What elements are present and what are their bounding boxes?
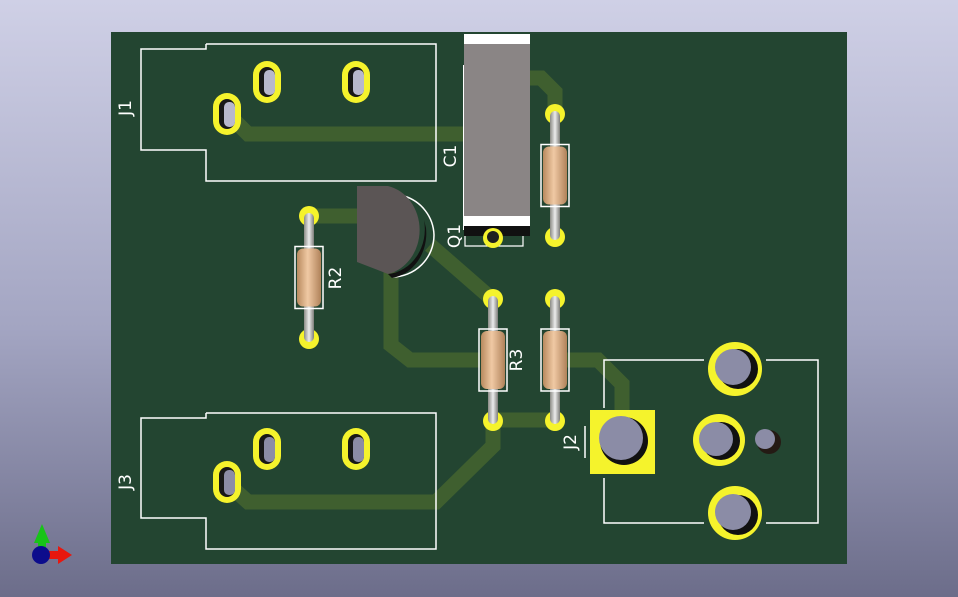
j2-silkscreen-outline — [603, 359, 704, 408]
j3-pad-2 — [253, 428, 281, 470]
x-axis-arrow — [42, 551, 60, 559]
trace-r5-j2 — [555, 352, 630, 420]
j2-mount-hole — [755, 429, 781, 454]
axes-gizmo — [32, 524, 72, 564]
silkscreen-outline — [540, 143, 570, 208]
j2-pad-mid — [693, 414, 745, 466]
j2-label: J2 — [561, 434, 581, 451]
silkscreen-outline — [540, 328, 570, 392]
connector-j1[interactable]: J1 — [116, 43, 437, 182]
resistor-r3[interactable]: R3 — [478, 289, 527, 431]
c1-label: C1 — [441, 145, 461, 168]
resistor-body — [297, 248, 321, 307]
trace-q1-r5 — [383, 272, 480, 368]
q1-label: Q1 — [445, 224, 465, 248]
j1-silkscreen-outline — [140, 43, 437, 182]
resistor-label: R2 — [326, 267, 346, 290]
resistor-label: R3 — [507, 349, 527, 372]
resistor-r2[interactable]: R2 — [294, 206, 346, 349]
resistor-r1[interactable] — [540, 104, 570, 247]
transistor-q1[interactable]: Q1 — [357, 186, 524, 278]
j3-silkscreen-outline — [140, 412, 437, 550]
q1-pad — [483, 228, 503, 248]
q1-silkscreen-outline — [391, 195, 435, 278]
trace-q1-r3 — [425, 239, 498, 306]
q1-body — [357, 186, 420, 274]
j3-pad-3 — [342, 428, 370, 470]
silkscreen-outline — [294, 245, 324, 310]
z-axis-dot — [32, 546, 50, 564]
resistor-r4[interactable] — [540, 289, 570, 431]
resistor-body — [543, 146, 567, 205]
j2-pad-square — [590, 410, 655, 474]
j2-pad-top — [708, 342, 762, 396]
j1-pad-2 — [253, 61, 281, 103]
j1-pad-1 — [213, 93, 241, 135]
j3-pad-1 — [213, 461, 241, 503]
trace-c1-r1 — [528, 70, 563, 114]
j1-pad-3 — [342, 61, 370, 103]
connector-j3[interactable]: J3 — [116, 412, 437, 550]
connector-j2[interactable]: J2 — [561, 342, 819, 540]
j3-label: J3 — [116, 474, 136, 491]
silkscreen-outline — [478, 328, 508, 392]
c1-top-stripe — [464, 34, 530, 44]
j1-label: J1 — [116, 100, 136, 117]
c1-bottom-stripe — [464, 216, 530, 226]
j2-pad-bottom — [708, 486, 762, 540]
c1-body — [464, 34, 530, 224]
resistor-body — [543, 331, 567, 389]
resistor-body — [481, 331, 505, 389]
